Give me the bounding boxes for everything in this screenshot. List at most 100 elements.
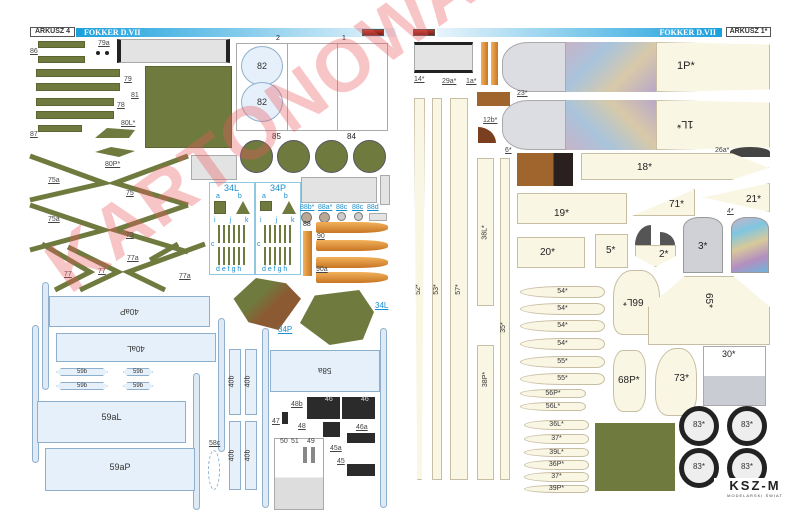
part-87-strip <box>38 125 82 132</box>
strut-75a <box>29 153 113 203</box>
part-40b: 40b <box>244 421 257 490</box>
part-82-disc: 82 <box>241 82 283 122</box>
part-grey-panel <box>301 177 377 203</box>
part-35-strip: 35* <box>500 158 510 480</box>
part-label: 51 <box>291 438 299 445</box>
part-label: 46 <box>325 396 333 403</box>
part-79-strip <box>36 83 120 91</box>
part-45 <box>347 433 375 443</box>
part-label: 38P* <box>482 371 490 388</box>
part-label: 26a* <box>715 147 730 154</box>
part-label: 75a <box>48 177 60 184</box>
rib-56L: 56L* <box>520 402 586 411</box>
part-78-strip <box>36 111 114 119</box>
publisher-logo <box>362 29 384 36</box>
rib-36P: 36P* <box>524 460 589 470</box>
part-40b: 40b <box>244 349 257 415</box>
strut-75 <box>106 202 189 255</box>
part-letters: d e f g h <box>262 266 288 273</box>
rib-54: 54* <box>520 303 605 315</box>
part-59b: 59b <box>123 382 153 390</box>
part-81-panel <box>145 66 232 148</box>
part-84-disc <box>353 140 386 173</box>
part-88b-disc <box>301 212 312 223</box>
part-label: 20* <box>540 247 556 258</box>
part-label: 18* <box>637 162 653 173</box>
part-88c-disc <box>337 212 346 221</box>
part-label: 30* <box>722 349 736 359</box>
fold-mark: 2 <box>276 35 280 42</box>
part-label: 12b* <box>483 117 498 124</box>
part-53-strip: 53* <box>432 98 442 480</box>
part-grey-panel <box>380 175 390 205</box>
part-label: 90 <box>317 233 325 240</box>
part-3: 3* <box>683 217 723 273</box>
part-engine-block <box>414 42 473 73</box>
fuselage-tail <box>656 42 770 92</box>
part-label: 40b <box>228 375 236 388</box>
part-90-propeller <box>316 240 388 251</box>
part-30: 30* <box>703 346 766 406</box>
part-2-dark-left <box>635 225 651 245</box>
part-34-strips <box>264 247 294 265</box>
part-label: 45a <box>330 445 342 452</box>
part-34b <box>236 201 250 214</box>
part-label: 49 <box>307 438 315 445</box>
part-45 <box>347 464 375 476</box>
strut-77a <box>121 241 206 293</box>
part-label: 29a* <box>442 78 457 85</box>
part-label: 48b <box>291 401 303 408</box>
rib-39L: 39L* <box>524 448 589 457</box>
part-34a <box>260 201 272 211</box>
part-label: 79 <box>124 76 132 83</box>
sheet-label: ARKUSZ 1* <box>726 27 771 37</box>
part-2-base <box>635 245 676 267</box>
strut-77a <box>148 241 180 263</box>
part-5: 5* <box>595 234 628 268</box>
part-label: 46a <box>356 424 368 431</box>
part-label: 68P* <box>618 375 640 386</box>
part-58c <box>208 450 220 490</box>
part-79a-dot <box>105 51 109 55</box>
part-label: 58a <box>318 366 332 375</box>
rib-56P: 56P* <box>520 389 586 398</box>
strut-zigzags <box>29 153 206 293</box>
part-label: 40b <box>244 449 252 462</box>
part-label: 88c <box>352 204 364 211</box>
part-46-panel <box>342 397 375 419</box>
part-49-51-sheet <box>274 438 324 510</box>
part-12b <box>478 127 496 143</box>
part-label: 21* <box>746 194 762 205</box>
part-1P-fuselage-side: 1P* <box>502 42 770 92</box>
publisher-logo <box>413 29 435 36</box>
part-grey-panel <box>191 155 237 180</box>
part-label: 23* <box>517 90 528 97</box>
part-88d <box>369 213 387 221</box>
rib-54: 54* <box>520 286 605 298</box>
part-label: 80L* <box>121 120 136 127</box>
part-letters: a b <box>216 193 242 200</box>
part-2-dark-right <box>660 232 675 245</box>
part-letters: a b <box>262 193 288 200</box>
part-label: 4* <box>727 208 734 215</box>
part-label: 58c <box>209 440 221 447</box>
wing-spar <box>262 328 269 508</box>
part-label: 1L* <box>677 118 694 130</box>
part-strut-wood <box>491 42 498 85</box>
part-80P <box>95 147 135 157</box>
part-59b: 59b <box>56 368 108 376</box>
part-82-disc: 82 <box>241 46 283 86</box>
part-label: 14* <box>414 76 425 83</box>
part-1L-fuselage-side: 1L* <box>502 100 770 150</box>
fold-mark: 1 <box>342 35 346 42</box>
part-label: 1a* <box>466 78 477 85</box>
part-label: 66L* <box>623 296 644 307</box>
part-21: 21* <box>703 183 770 212</box>
part-19: 19* <box>517 193 627 224</box>
part-86-strip <box>38 56 85 63</box>
part-label: 77 <box>98 268 106 275</box>
sheet-title: FOKKER D.VII <box>437 28 722 37</box>
fuselage-nose <box>502 100 566 150</box>
part-40b: 40b <box>228 349 241 415</box>
part-letters: c <box>257 241 261 248</box>
